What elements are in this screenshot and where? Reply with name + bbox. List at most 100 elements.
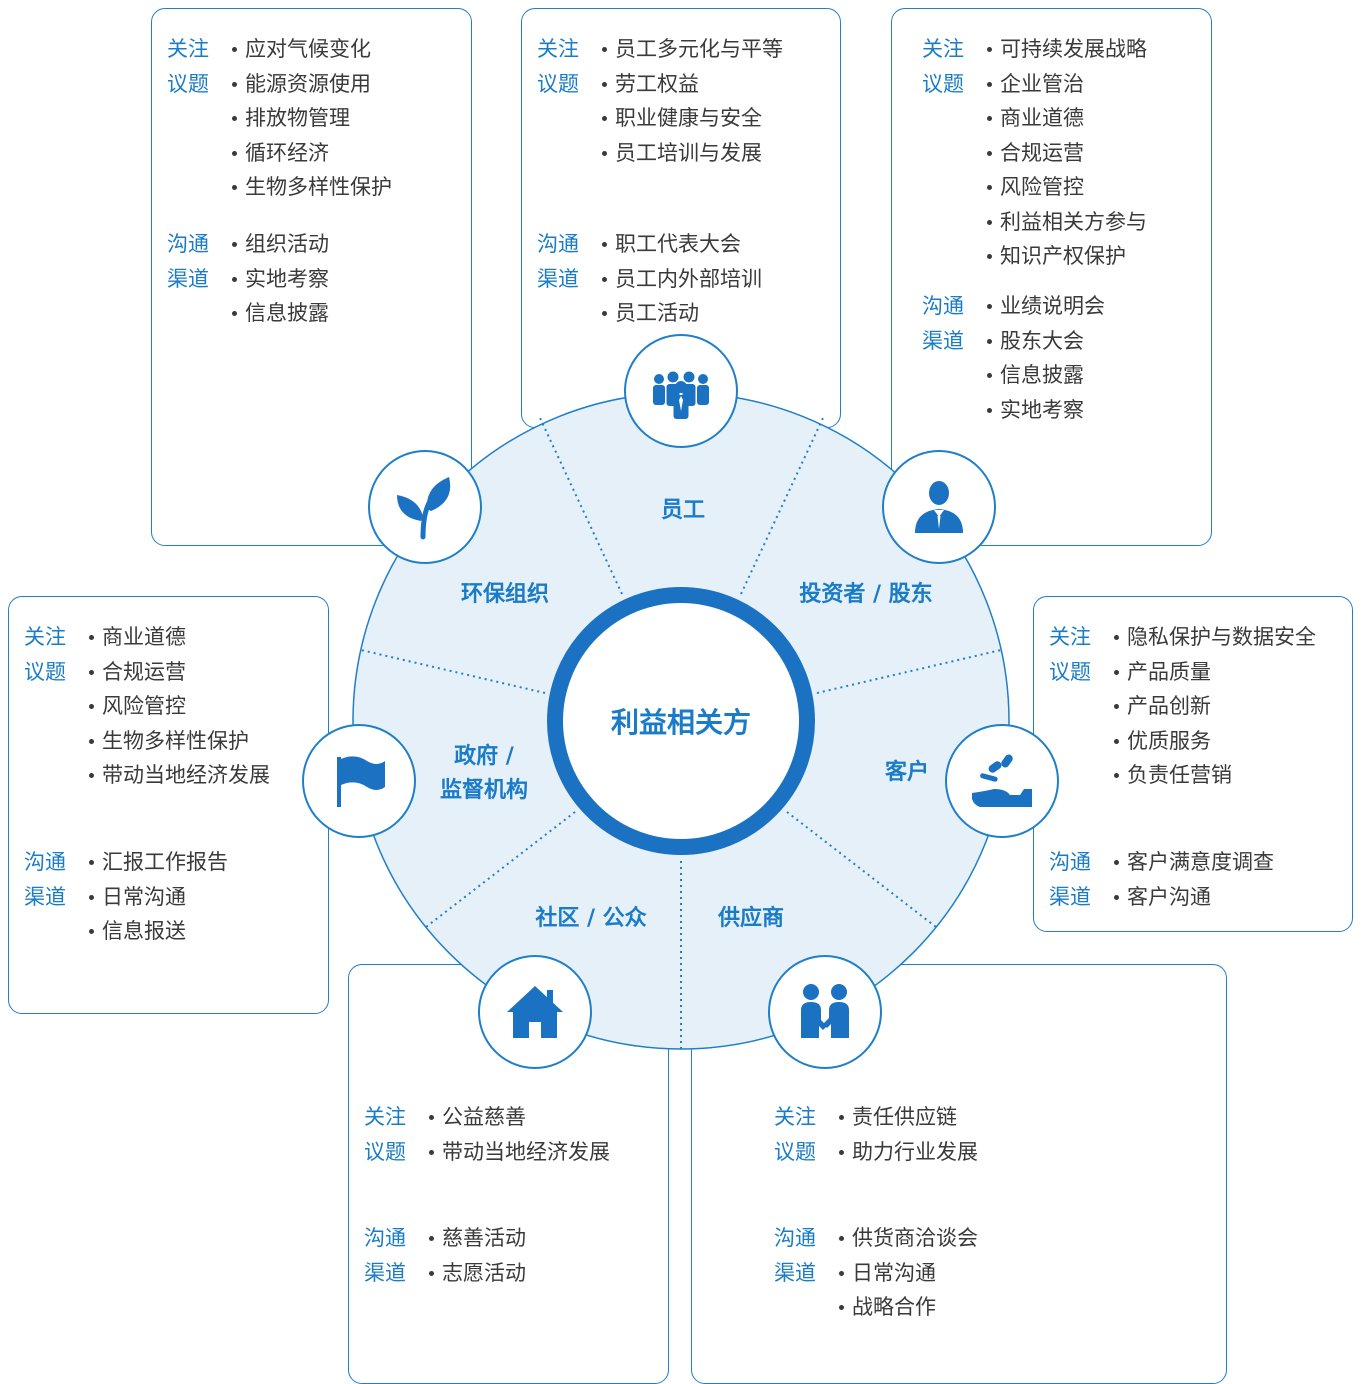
focus-tag: 关注议题 (537, 32, 599, 170)
channel-tag: 沟通渠道 (167, 227, 229, 331)
focus-list: 公益慈善带动当地经济发展 (426, 1100, 610, 1169)
bullet-item: 排放物管理 (229, 101, 392, 136)
government-focus: 关注议题 商业道德合规运营风险管控生物多样性保护带动当地经济发展 (24, 620, 270, 793)
bullet-item: 公益慈善 (426, 1100, 610, 1135)
focus-tag: 关注议题 (1049, 620, 1111, 793)
tag-line: 关注 (774, 1105, 816, 1129)
segment-label-employees: 员工 (660, 498, 706, 523)
wheel-dividers (360, 417, 1002, 1049)
tag-line: 关注 (24, 625, 66, 649)
businessman-icon (915, 481, 963, 533)
customers-channels: 沟通渠道 客户满意度调查客户沟通 (1049, 845, 1274, 914)
tag-line: 渠道 (537, 266, 579, 291)
focus-tag: 关注议题 (774, 1100, 836, 1169)
community-focus: 关注议题 公益慈善带动当地经济发展 (364, 1100, 610, 1169)
investors-icon-badge (882, 450, 996, 564)
employees-group-icon (653, 371, 709, 419)
divider-line (360, 649, 546, 694)
bullet-item: 战略合作 (836, 1290, 978, 1325)
center-disc (553, 593, 809, 849)
center-ring (547, 587, 815, 855)
card-government (8, 596, 329, 1014)
tag-line: 关注 (364, 1105, 406, 1129)
channel-list: 汇报工作报告日常沟通信息报送 (86, 845, 228, 949)
tag-line: 关注 (1049, 625, 1091, 649)
tag-line: 议题 (774, 1139, 816, 1164)
bullet-item: 汇报工作报告 (86, 845, 228, 880)
bullet-item: 慈善活动 (426, 1221, 526, 1256)
focus-list: 可持续发展战略企业管治商业道德合规运营风险管控利益相关方参与知识产权保护 (984, 32, 1147, 274)
tag-line: 关注 (167, 37, 209, 61)
handshake-icon (801, 984, 849, 1038)
bullet-item: 日常沟通 (86, 880, 228, 915)
divider-line (816, 649, 1002, 694)
bullet-item: 信息披露 (229, 296, 329, 331)
environment-icon-badge (368, 450, 482, 564)
bullet-item: 合规运营 (984, 136, 1147, 171)
customers-icon-badge (945, 724, 1059, 838)
tag-line: 渠道 (922, 328, 964, 353)
bullet-item: 商业道德 (86, 620, 270, 655)
community-channels: 沟通渠道 慈善活动志愿活动 (364, 1221, 526, 1290)
center-title: 利益相关方 (610, 706, 752, 739)
tag-line: 沟通 (1049, 850, 1091, 874)
tag-line: 沟通 (167, 232, 209, 256)
bullet-item: 合规运营 (86, 655, 270, 690)
flag-icon (337, 756, 385, 807)
tag-line: 议题 (922, 71, 964, 96)
channel-list: 职工代表大会员工内外部培训员工活动 (599, 227, 762, 331)
tag-line: 渠道 (167, 266, 209, 291)
bullet-item: 循环经济 (229, 136, 392, 171)
environment-focus: 关注议题 应对气候变化能源资源使用排放物管理循环经济生物多样性保护 (167, 32, 392, 205)
hand-giving-icon (972, 754, 1032, 807)
bullet-item: 实地考察 (229, 262, 329, 297)
bullet-item: 可持续发展战略 (984, 32, 1147, 67)
channel-tag: 沟通渠道 (1049, 845, 1111, 914)
bullet-item: 业绩说明会 (984, 289, 1105, 324)
focus-tag: 关注议题 (922, 32, 984, 274)
bullet-item: 负责任营销 (1111, 758, 1316, 793)
tag-line: 渠道 (364, 1260, 406, 1285)
bullet-item: 应对气候变化 (229, 32, 392, 67)
bullet-item: 日常沟通 (836, 1256, 978, 1291)
bullet-item: 生物多样性保护 (229, 170, 392, 205)
environment-channels: 沟通渠道 组织活动实地考察信息披露 (167, 227, 329, 331)
tag-line: 议题 (537, 71, 579, 96)
tag-line: 渠道 (774, 1260, 816, 1285)
channel-list: 业绩说明会股东大会信息披露实地考察 (984, 289, 1105, 427)
house-icon (507, 986, 563, 1038)
bullet-item: 带动当地经济发展 (426, 1135, 610, 1170)
bullet-item: 客户满意度调查 (1111, 845, 1274, 880)
channel-list: 组织活动实地考察信息披露 (229, 227, 329, 331)
segment-label-investors: 投资者 / 股东 (799, 582, 933, 607)
bullet-item: 带动当地经济发展 (86, 758, 270, 793)
investors-focus: 关注议题 可持续发展战略企业管治商业道德合规运营风险管控利益相关方参与知识产权保… (922, 32, 1147, 274)
segment-label-government-line2: 监督机构 (439, 778, 529, 803)
suppliers-focus: 关注议题 责任供应链助力行业发展 (774, 1100, 978, 1169)
bullet-item: 实地考察 (984, 393, 1105, 428)
bullet-item: 劳工权益 (599, 67, 783, 102)
bullet-item: 责任供应链 (836, 1100, 978, 1135)
bullet-item: 员工培训与发展 (599, 136, 783, 171)
employees-focus: 关注议题 员工多元化与平等劳工权益职业健康与安全员工培训与发展 (537, 32, 783, 170)
bullet-item: 风险管控 (86, 689, 270, 724)
bullet-item: 助力行业发展 (836, 1135, 978, 1170)
tag-line: 关注 (922, 37, 964, 61)
suppliers-icon-badge (768, 955, 882, 1069)
tag-line: 沟通 (537, 232, 579, 256)
suppliers-channels: 沟通渠道 供货商洽谈会日常沟通战略合作 (774, 1221, 978, 1325)
bullet-item: 组织活动 (229, 227, 329, 262)
community-icon-badge (478, 955, 592, 1069)
divider-line (425, 811, 576, 928)
bullet-item: 志愿活动 (426, 1256, 526, 1291)
segment-label-environment: 环保组织 (460, 582, 550, 607)
bullet-item: 供货商洽谈会 (836, 1221, 978, 1256)
focus-list: 商业道德合规运营风险管控生物多样性保护带动当地经济发展 (86, 620, 270, 793)
channel-tag: 沟通渠道 (922, 289, 984, 427)
tag-line: 议题 (364, 1139, 406, 1164)
channel-list: 慈善活动志愿活动 (426, 1221, 526, 1290)
employees-channels: 沟通渠道 职工代表大会员工内外部培训员工活动 (537, 227, 762, 331)
segment-label-suppliers: 供应商 (717, 906, 785, 931)
bullet-item: 信息披露 (984, 358, 1105, 393)
tag-line: 渠道 (1049, 884, 1091, 909)
